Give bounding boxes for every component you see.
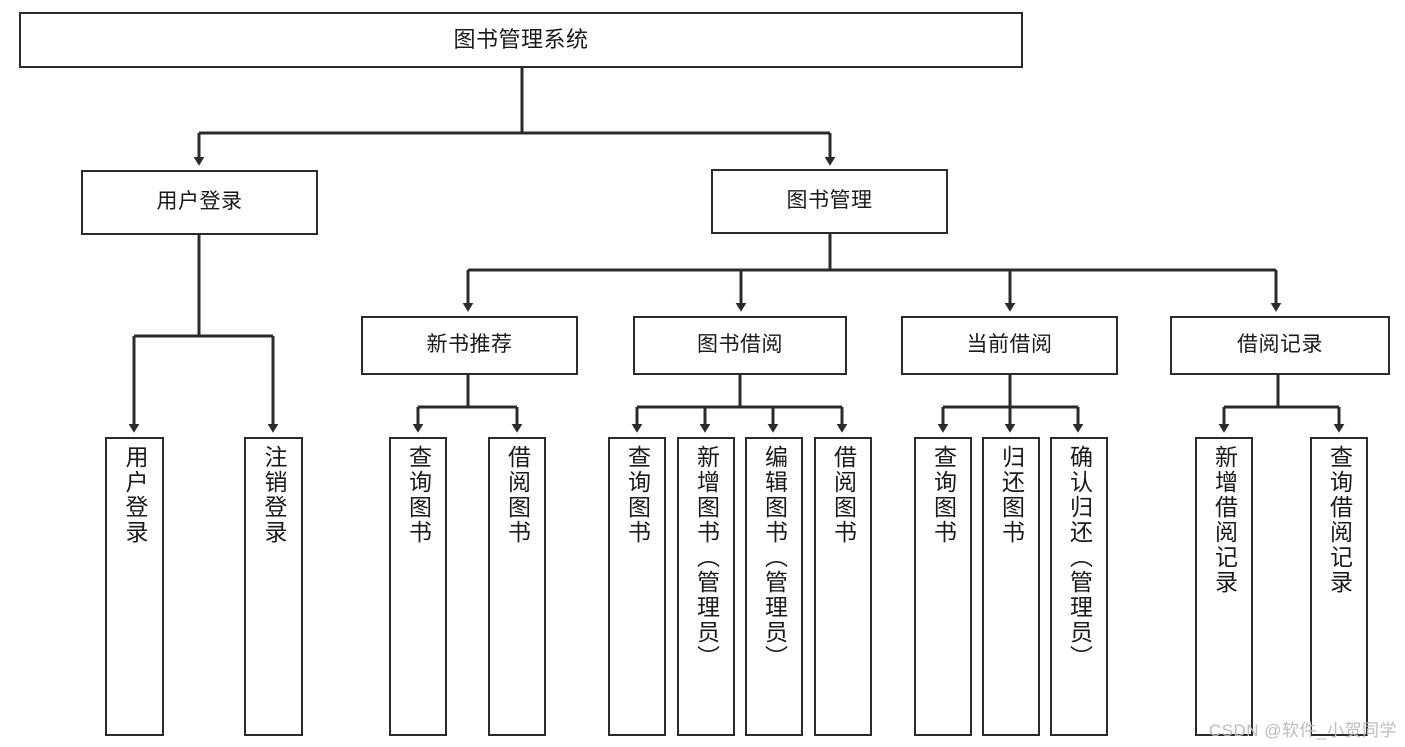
node-label: 查询借阅记录 bbox=[1326, 445, 1353, 595]
leaf-return-book[interactable]: 归还图书 bbox=[982, 437, 1040, 736]
leaf-add-borrow-record[interactable]: 新增借阅记录 bbox=[1195, 437, 1253, 736]
node-label: 新书推荐 bbox=[426, 333, 513, 357]
node-book-borrow[interactable]: 图书借阅 bbox=[633, 316, 847, 375]
node-label: 借阅记录 bbox=[1237, 333, 1323, 357]
leaf-borrow-book-borrow[interactable]: 借阅图书 bbox=[814, 437, 872, 736]
node-label: 注销登录 bbox=[261, 445, 287, 545]
leaf-add-book-admin[interactable]: 新增图书（管理员） bbox=[677, 437, 735, 736]
leaf-edit-book-admin[interactable]: 编辑图书（管理员） bbox=[745, 437, 803, 736]
node-current-borrow[interactable]: 当前借阅 bbox=[901, 316, 1118, 375]
node-label: 当前借阅 bbox=[966, 333, 1053, 357]
leaf-query-book-current[interactable]: 查询图书 bbox=[914, 437, 972, 736]
leaf-logout-login[interactable]: 注销登录 bbox=[244, 437, 303, 736]
node-label: 用户登录 bbox=[122, 445, 148, 545]
leaf-query-book-borrow[interactable]: 查询图书 bbox=[608, 437, 666, 736]
node-label: 查询图书 bbox=[930, 445, 957, 545]
leaf-user-login[interactable]: 用户登录 bbox=[105, 437, 164, 736]
node-label: 归还图书 bbox=[998, 445, 1025, 545]
node-label: 用户登录 bbox=[156, 190, 243, 214]
node-user-login[interactable]: 用户登录 bbox=[81, 170, 318, 235]
node-label: 借阅图书 bbox=[830, 445, 857, 545]
node-label: 图书管理系统 bbox=[453, 27, 589, 53]
leaf-borrow-book-recommend[interactable]: 借阅图书 bbox=[488, 437, 546, 736]
csdn-watermark: CSDN @软件_小贺同学 bbox=[1208, 721, 1397, 740]
node-label: 新增借阅记录 bbox=[1211, 445, 1238, 595]
node-label: 新增图书（管理员） bbox=[693, 445, 720, 670]
node-new-book-recommend[interactable]: 新书推荐 bbox=[361, 316, 578, 375]
node-label: 图书借阅 bbox=[697, 333, 783, 357]
node-label: 借阅图书 bbox=[504, 445, 531, 545]
node-book-management[interactable]: 图书管理 bbox=[711, 169, 948, 234]
node-label: 确认归还（管理员） bbox=[1066, 445, 1093, 670]
leaf-confirm-return-admin[interactable]: 确认归还（管理员） bbox=[1050, 437, 1108, 736]
leaf-query-book-recommend[interactable]: 查询图书 bbox=[389, 437, 447, 736]
node-borrow-record[interactable]: 借阅记录 bbox=[1170, 316, 1390, 375]
node-label: 查询图书 bbox=[405, 445, 432, 545]
leaf-query-borrow-record[interactable]: 查询借阅记录 bbox=[1310, 437, 1368, 736]
node-label: 查询图书 bbox=[624, 445, 651, 545]
node-root-system[interactable]: 图书管理系统 bbox=[19, 12, 1023, 68]
node-label: 编辑图书（管理员） bbox=[761, 445, 788, 670]
node-label: 图书管理 bbox=[786, 189, 873, 213]
